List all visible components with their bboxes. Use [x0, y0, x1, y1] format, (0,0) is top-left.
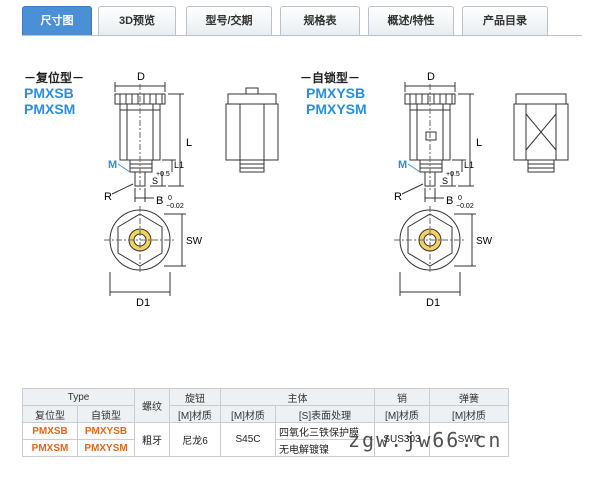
row2-lock-code[interactable]: PMXYSM — [77, 439, 135, 457]
dim-s-right: S — [442, 176, 448, 186]
dim-sw-left: SW — [186, 236, 203, 247]
table-row: PMXSB PMXYSB 粗牙 尼龙6 S45C 四氧化三铁保护膜 SUS303… — [22, 422, 509, 457]
tab-divider — [22, 35, 582, 36]
col-pin: 销 — [374, 388, 430, 406]
shared-spring: SWP — [429, 422, 509, 457]
dim-l1-left: L1 — [174, 160, 184, 170]
dim-b-left: B — [156, 195, 163, 207]
lock-front-view — [513, 93, 569, 173]
dim-b-tol-top-left: 0 — [168, 195, 172, 202]
sub-pin-material: [M]材质 — [374, 405, 430, 423]
dim-l-left: L — [186, 137, 192, 149]
dim-b-tol-top-right: 0 — [458, 195, 462, 202]
reset-bottom-view — [104, 206, 186, 296]
dim-d1-right: D1 — [426, 297, 440, 309]
dim-l1-right: L1 — [464, 160, 474, 170]
row2-surface: 无电解镀镍 — [275, 439, 375, 457]
col-body: 主体 — [220, 388, 375, 406]
reset-type-label: －复位型－ — [24, 70, 84, 85]
reset-front-view — [225, 87, 279, 173]
col-type: Type — [22, 388, 135, 406]
lock-side-view — [401, 82, 474, 202]
shared-knob: 尼龙6 — [169, 422, 221, 457]
tab-catalog[interactable]: 产品目录 — [462, 6, 548, 35]
dimension-drawing: －复位型－ PMXSB PMXSM －自锁型－ PMXYSB PMXYSM D … — [24, 70, 569, 309]
dim-m-right: M — [398, 159, 407, 171]
spec-table: Type 螺纹 旋钮 主体 销 弹簧 复位型 自锁型 [M]材质 [M]材质 [… — [22, 388, 509, 457]
sub-lock: 自锁型 — [77, 405, 135, 423]
dim-b-tol-bottom-right: −0.02 — [456, 203, 474, 210]
dim-s-tol-right: +0.5 — [446, 171, 460, 178]
shared-pin: SUS303 — [374, 422, 430, 457]
lock-model-2: PMXYSM — [306, 101, 367, 117]
tab-bar: 尺寸图 3D预览 型号/交期 规格表 概述/特性 产品目录 — [22, 6, 582, 36]
tab-dimension-drawing[interactable]: 尺寸图 — [22, 6, 92, 35]
shared-body: S45C — [220, 422, 276, 457]
dim-s-left: S — [152, 176, 158, 186]
dim-b-right: B — [446, 195, 453, 207]
lock-type-label: －自锁型－ — [300, 70, 360, 85]
lock-model-1: PMXYSB — [306, 85, 365, 101]
tab-spec-table[interactable]: 规格表 — [280, 6, 360, 35]
dim-d-left: D — [137, 71, 145, 83]
dim-sw-right: SW — [476, 236, 493, 247]
row1-reset-code[interactable]: PMXSB — [22, 422, 78, 440]
tab-overview[interactable]: 概述/特性 — [368, 6, 454, 35]
dim-s-tol-left: +0.5 — [156, 171, 170, 178]
dim-l-right: L — [476, 137, 482, 149]
tab-model-delivery[interactable]: 型号/交期 — [186, 6, 272, 35]
sub-body-surface: [S]表面处理 — [275, 405, 375, 423]
dim-d1-left: D1 — [136, 297, 150, 309]
table-header-row: Type 螺纹 旋钮 主体 销 弹簧 — [22, 388, 509, 423]
row2-reset-code[interactable]: PMXSM — [22, 439, 78, 457]
col-thread: 螺纹 — [134, 388, 170, 423]
shared-thread: 粗牙 — [134, 422, 170, 457]
reset-model-1: PMXSB — [24, 85, 74, 101]
sub-body-material: [M]材质 — [220, 405, 276, 423]
dim-r-left: R — [104, 191, 112, 203]
tab-3d-preview[interactable]: 3D预览 — [98, 6, 176, 35]
reset-model-2: PMXSM — [24, 101, 75, 117]
lock-bottom-view — [394, 206, 476, 296]
col-spring: 弹簧 — [429, 388, 509, 406]
watermark: zgw.jw66.cn — [348, 428, 503, 452]
reset-side-view — [111, 82, 184, 202]
table-row: PMXSM PMXYSM 无电解镀镍 — [22, 439, 509, 457]
dim-d-right: D — [427, 71, 435, 83]
dim-b-tol-bottom-left: −0.02 — [166, 203, 184, 210]
sub-knob-material: [M]材质 — [169, 405, 221, 423]
sub-spring-material: [M]材质 — [429, 405, 509, 423]
dim-m-left: M — [108, 159, 117, 171]
sub-reset: 复位型 — [22, 405, 78, 423]
col-knob: 旋钮 — [169, 388, 221, 406]
dim-r-right: R — [394, 191, 402, 203]
row1-lock-code[interactable]: PMXYSB — [77, 422, 135, 440]
table-subheader-row: 复位型 自锁型 [M]材质 [M]材质 [S]表面处理 [M]材质 [M]材质 — [22, 405, 509, 423]
